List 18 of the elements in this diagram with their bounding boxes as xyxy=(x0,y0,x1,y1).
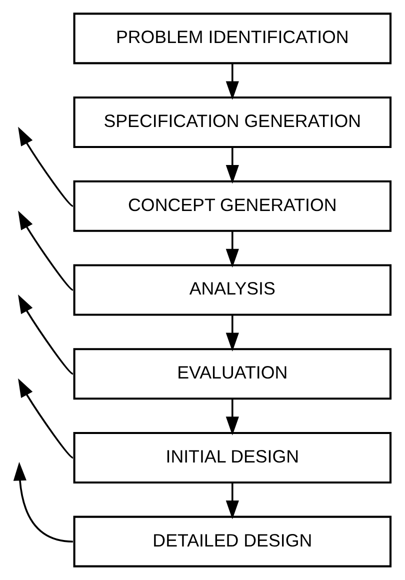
node-box: PROBLEM IDENTIFICATION xyxy=(73,12,392,64)
node-box: EVALUATION xyxy=(73,348,392,400)
arrow xyxy=(18,210,74,291)
arrow xyxy=(226,63,239,100)
arrow xyxy=(18,378,74,458)
arrow xyxy=(226,147,239,184)
arrow xyxy=(18,294,74,375)
node-box: SPECIFICATION GENERATION xyxy=(73,96,392,148)
node-box: CONCEPT GENERATION xyxy=(73,180,392,232)
node-box: DETAILED DESIGN xyxy=(73,516,392,568)
node-box: INITIAL DESIGN xyxy=(73,432,392,484)
arrow xyxy=(226,230,239,268)
arrow xyxy=(226,398,239,436)
arrow xyxy=(226,482,239,520)
arrow xyxy=(18,126,74,207)
arrow xyxy=(226,314,239,352)
arrow xyxy=(13,462,73,542)
node-box: ANALYSIS xyxy=(73,264,392,316)
